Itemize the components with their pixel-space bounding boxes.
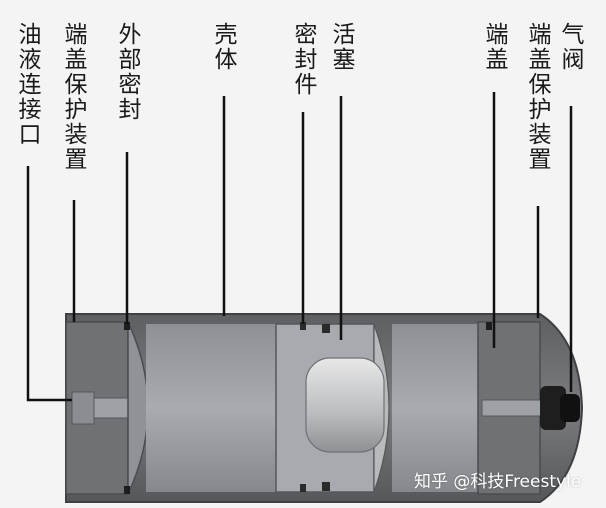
label-external-seal: 外部密封 [114, 22, 140, 122]
gas-valve-body [540, 386, 566, 430]
label-gas-valve: 气阀 [557, 22, 583, 72]
piston-seal-top [300, 322, 306, 330]
gas-chamber [392, 324, 478, 492]
external-seal-top [124, 322, 130, 330]
oil-port-boss [71, 391, 95, 425]
leader-lines [26, 92, 573, 402]
leader-oil-port [26, 166, 72, 402]
piston-seal-bottom-2 [322, 482, 330, 491]
gas-valve-channel [481, 399, 545, 417]
external-seal-bottom [124, 486, 130, 494]
label-piston: 活塞 [328, 22, 354, 72]
gas-valve-stem [560, 394, 580, 422]
label-end-cap: 端盖 [481, 22, 507, 72]
piston-knob [305, 357, 385, 453]
piston-seal-top-2 [322, 324, 330, 333]
label-piston-seal: 密封件 [290, 22, 316, 97]
label-oil-port: 油液连接口 [14, 22, 40, 147]
label-end-cap-guard-left: 端盖保护装置 [60, 22, 86, 172]
piston-seal-bottom [300, 484, 306, 492]
label-housing: 壳体 [210, 22, 236, 72]
oil-chamber [146, 324, 276, 492]
label-end-cap-guard-right: 端盖保护装置 [524, 22, 550, 172]
watermark: 知乎 @科技Freestyle [414, 472, 582, 492]
end-cap-seal-top [486, 322, 492, 330]
